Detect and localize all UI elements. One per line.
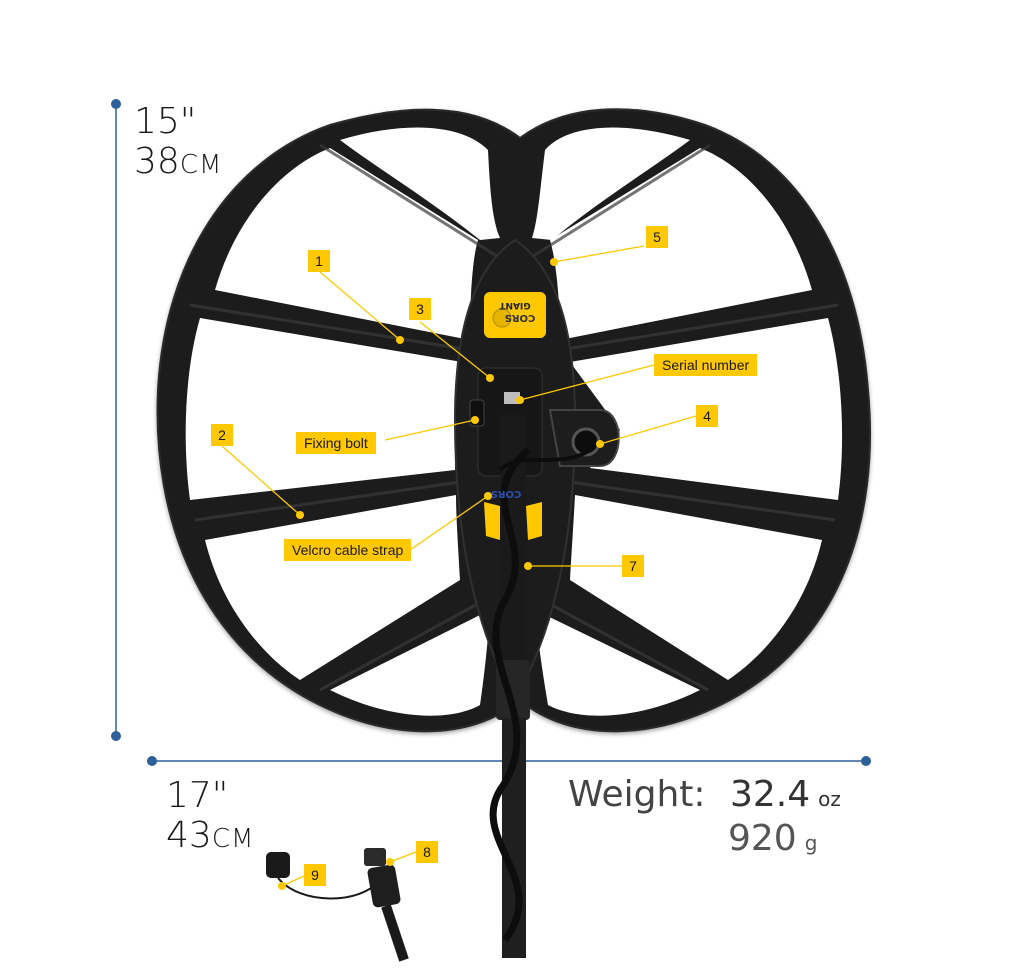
callout-leaders xyxy=(221,245,697,890)
width-centimeters: 43CM xyxy=(166,815,255,856)
brand-name-text: CORS xyxy=(505,312,536,323)
strap-brand-text: CORS xyxy=(491,488,522,499)
callout-5: 5 xyxy=(646,226,668,248)
height-centimeters: 38CM xyxy=(134,141,223,182)
callout-fixing-bolt: Fixing bolt xyxy=(296,432,376,454)
callout-3: 3 xyxy=(409,298,431,320)
yellow-pads xyxy=(484,502,542,540)
callout-9: 9 xyxy=(304,864,326,886)
detector-shaft xyxy=(489,415,592,958)
width-inches: 17" xyxy=(166,775,229,816)
brand-label: GIANT CORS xyxy=(484,292,546,338)
weight-label: Weight: xyxy=(568,774,706,815)
height-inches: 15" xyxy=(134,101,197,142)
brand-model-text: GIANT xyxy=(498,300,530,310)
coil-windows xyxy=(185,127,843,716)
callout-serial-number: Serial number xyxy=(654,354,758,376)
callout-8: 8 xyxy=(416,841,438,863)
coil-spokes xyxy=(189,143,839,692)
callout-4: 4 xyxy=(696,405,718,427)
height-dimension-label: 15" 38CM xyxy=(134,102,222,185)
width-dimension-label: 17" 43CM xyxy=(166,776,254,859)
callout-2: 2 xyxy=(211,424,233,446)
callout-1: 1 xyxy=(308,250,330,272)
callout-7: 7 xyxy=(622,555,644,577)
callout-velcro-cable-strap: Velcro cable strap xyxy=(284,539,412,561)
height-dimension-line xyxy=(111,99,121,741)
connector-plug xyxy=(364,848,409,962)
